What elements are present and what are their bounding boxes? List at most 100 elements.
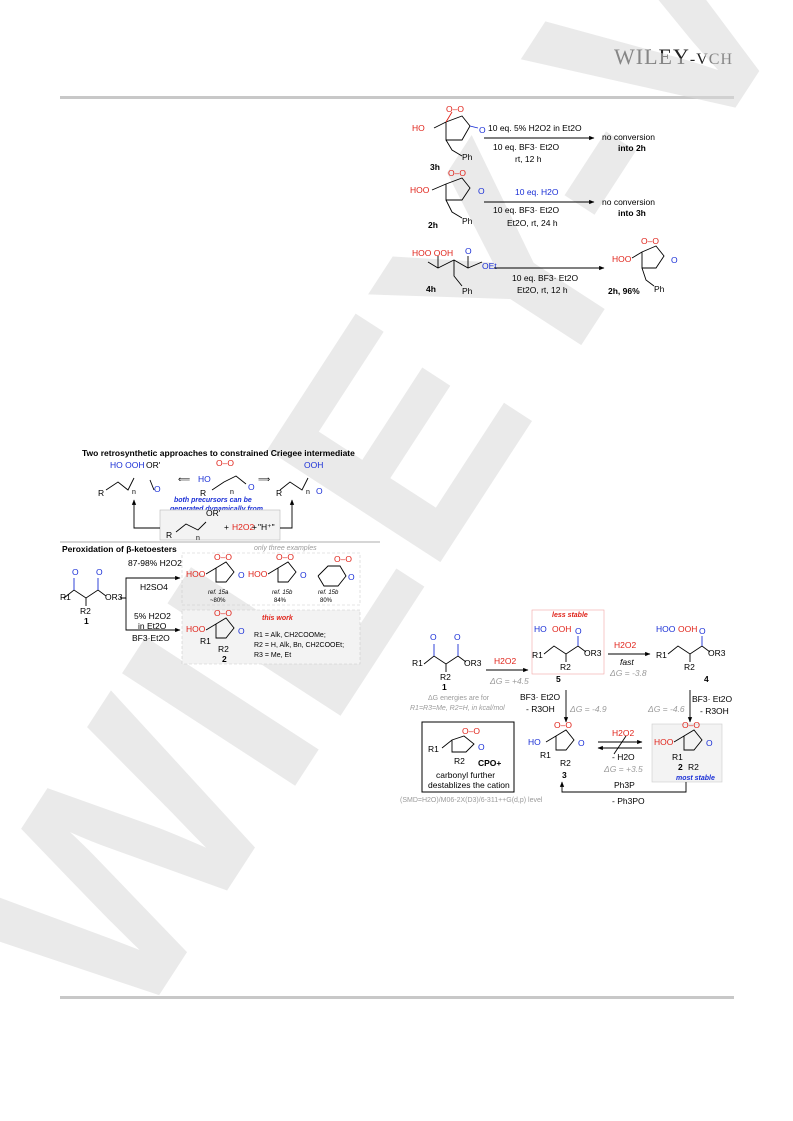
svg-text:O: O bbox=[671, 255, 678, 265]
svg-text:H2O2: H2O2 bbox=[612, 728, 634, 738]
svg-text:carbonyl further: carbonyl further bbox=[436, 770, 495, 780]
svg-text:(SMD=H2O)/M06-2X(D3)/6-311++G(: (SMD=H2O)/M06-2X(D3)/6-311++G(d,p) level bbox=[400, 797, 543, 804]
svg-text:R2: R2 bbox=[560, 662, 571, 672]
svg-text:BF3·Et2O: BF3·Et2O bbox=[132, 633, 170, 643]
svg-text:HO: HO bbox=[412, 123, 425, 133]
svg-text:R2: R2 bbox=[688, 762, 699, 772]
svg-text:into 3h: into 3h bbox=[618, 208, 646, 218]
svg-text:R1=R3=Me, R2=H, in kcal/mol: R1=R3=Me, R2=H, in kcal/mol bbox=[410, 705, 505, 712]
svg-text:HOO OOH: HOO OOH bbox=[412, 248, 453, 258]
svg-text:OR': OR' bbox=[146, 460, 161, 470]
svg-text:10 eq. BF3· Et2O: 10 eq. BF3· Et2O bbox=[512, 273, 579, 283]
svg-text:R3 = Me, Et: R3 = Me, Et bbox=[254, 652, 291, 659]
svg-text:- R3OH: - R3OH bbox=[526, 704, 555, 714]
svg-text:O–O: O–O bbox=[448, 168, 466, 178]
svg-text:O–O: O–O bbox=[214, 608, 232, 618]
svg-text:O: O bbox=[478, 742, 485, 752]
svg-text:Ph: Ph bbox=[462, 286, 473, 296]
svg-text:2: 2 bbox=[678, 762, 683, 772]
svg-text:O–O: O–O bbox=[334, 554, 352, 564]
svg-text:HO: HO bbox=[528, 737, 541, 747]
svg-text:R: R bbox=[200, 488, 206, 498]
svg-text:R2: R2 bbox=[440, 672, 451, 682]
svg-text:into 2h: into 2h bbox=[618, 143, 646, 153]
svg-text:⟸: ⟸ bbox=[178, 474, 191, 484]
svg-text:O: O bbox=[316, 486, 323, 496]
molecule-4h: HOO OOH O OEt Ph 4h bbox=[412, 246, 497, 296]
svg-text:R1: R1 bbox=[428, 744, 439, 754]
svg-text:HO: HO bbox=[534, 624, 547, 634]
svg-text:BF3· Et2O: BF3· Et2O bbox=[520, 692, 561, 702]
svg-text:O: O bbox=[72, 567, 79, 577]
svg-text:Two retrosynthetic approaches: Two retrosynthetic approaches to constra… bbox=[82, 448, 355, 458]
svg-text:HOO: HOO bbox=[656, 624, 676, 634]
svg-text:R: R bbox=[166, 530, 172, 540]
svg-text:10 eq. H2O: 10 eq. H2O bbox=[515, 187, 559, 197]
molecule-3h: HO O–O O Ph 3h bbox=[412, 104, 486, 172]
svg-text:H2SO4: H2SO4 bbox=[140, 582, 168, 592]
svg-text:10 eq. BF3· Et2O: 10 eq. BF3· Et2O bbox=[493, 142, 560, 152]
svg-text:n: n bbox=[230, 489, 234, 496]
svg-text:O–O: O–O bbox=[214, 552, 232, 562]
svg-text:OR3: OR3 bbox=[105, 592, 123, 602]
watermark: WILEY-VCH bbox=[0, 0, 793, 1075]
svg-text:R2: R2 bbox=[80, 606, 91, 616]
scheme-d: O O R1 OR3 R2 1 H2O2 ΔG = +4.5 less stab… bbox=[400, 609, 733, 806]
svg-text:O: O bbox=[575, 626, 582, 636]
svg-text:n: n bbox=[196, 535, 200, 542]
molecule-2h-product: HOO O–O O Ph 2h, 96% bbox=[608, 236, 678, 296]
svg-text:HO: HO bbox=[198, 474, 211, 484]
svg-text:CPO+: CPO+ bbox=[478, 758, 501, 768]
svg-text:4: 4 bbox=[704, 674, 709, 684]
svg-text:ref. 15a: ref. 15a bbox=[208, 590, 229, 596]
svg-text:HO OOH: HO OOH bbox=[110, 460, 144, 470]
svg-text:O–O: O–O bbox=[554, 720, 572, 730]
svg-text:10 eq. BF3· Et2O: 10 eq. BF3· Et2O bbox=[493, 205, 560, 215]
svg-text:O: O bbox=[300, 570, 307, 580]
svg-text:10 eq. 5% H2O2 in Et2O: 10 eq. 5% H2O2 in Et2O bbox=[488, 123, 582, 133]
svg-text:less stable: less stable bbox=[552, 612, 588, 619]
svg-text:5: 5 bbox=[556, 674, 561, 684]
svg-text:BF3· Et2O: BF3· Et2O bbox=[692, 694, 733, 704]
svg-text:n: n bbox=[132, 489, 136, 496]
svg-text:OEt: OEt bbox=[482, 261, 497, 271]
svg-text:R2: R2 bbox=[454, 756, 465, 766]
svg-text:H2O2: H2O2 bbox=[232, 522, 254, 532]
svg-text:HOO: HOO bbox=[186, 569, 206, 579]
svg-text:OR3: OR3 bbox=[584, 648, 602, 658]
molecule-2h: HOO O–O O Ph 2h bbox=[410, 168, 485, 230]
svg-text:generated dynamically from: generated dynamically from bbox=[169, 506, 263, 513]
svg-text:R: R bbox=[276, 488, 282, 498]
svg-text:Ph: Ph bbox=[462, 216, 473, 226]
svg-text:O: O bbox=[96, 567, 103, 577]
svg-text:84%: 84% bbox=[274, 598, 287, 604]
svg-text:O: O bbox=[578, 738, 585, 748]
svg-text:HOO: HOO bbox=[248, 569, 268, 579]
svg-text:R1: R1 bbox=[200, 636, 211, 646]
svg-text:- Ph3PO: - Ph3PO bbox=[612, 796, 645, 806]
svg-text:⟹: ⟹ bbox=[258, 474, 271, 484]
svg-text:ref. 15b: ref. 15b bbox=[318, 590, 339, 596]
svg-text:HOO: HOO bbox=[410, 185, 430, 195]
svg-text:~80%: ~80% bbox=[210, 598, 226, 604]
svg-text:most stable: most stable bbox=[676, 775, 715, 782]
svg-text:no conversion: no conversion bbox=[602, 132, 655, 142]
svg-text:1: 1 bbox=[84, 616, 89, 626]
svg-text:OR3: OR3 bbox=[464, 658, 482, 668]
svg-text:O: O bbox=[478, 186, 485, 196]
svg-text:this work: this work bbox=[262, 615, 294, 622]
svg-text:R1: R1 bbox=[656, 650, 667, 660]
svg-text:1: 1 bbox=[442, 682, 447, 692]
svg-text:Ph: Ph bbox=[654, 284, 665, 294]
svg-text:O: O bbox=[238, 570, 245, 580]
svg-text:4h: 4h bbox=[426, 284, 436, 294]
scheme-a: HO O–O O Ph 3h 10 eq. 5% H2O2 in Et2O 10… bbox=[410, 104, 678, 296]
svg-text:n: n bbox=[306, 489, 310, 496]
svg-text:R2: R2 bbox=[684, 662, 695, 672]
svg-text:O: O bbox=[154, 484, 161, 494]
svg-text:no conversion: no conversion bbox=[602, 197, 655, 207]
svg-text:O–O: O–O bbox=[682, 720, 700, 730]
svg-text:+: + bbox=[252, 522, 257, 532]
svg-text:OR3: OR3 bbox=[708, 648, 726, 658]
